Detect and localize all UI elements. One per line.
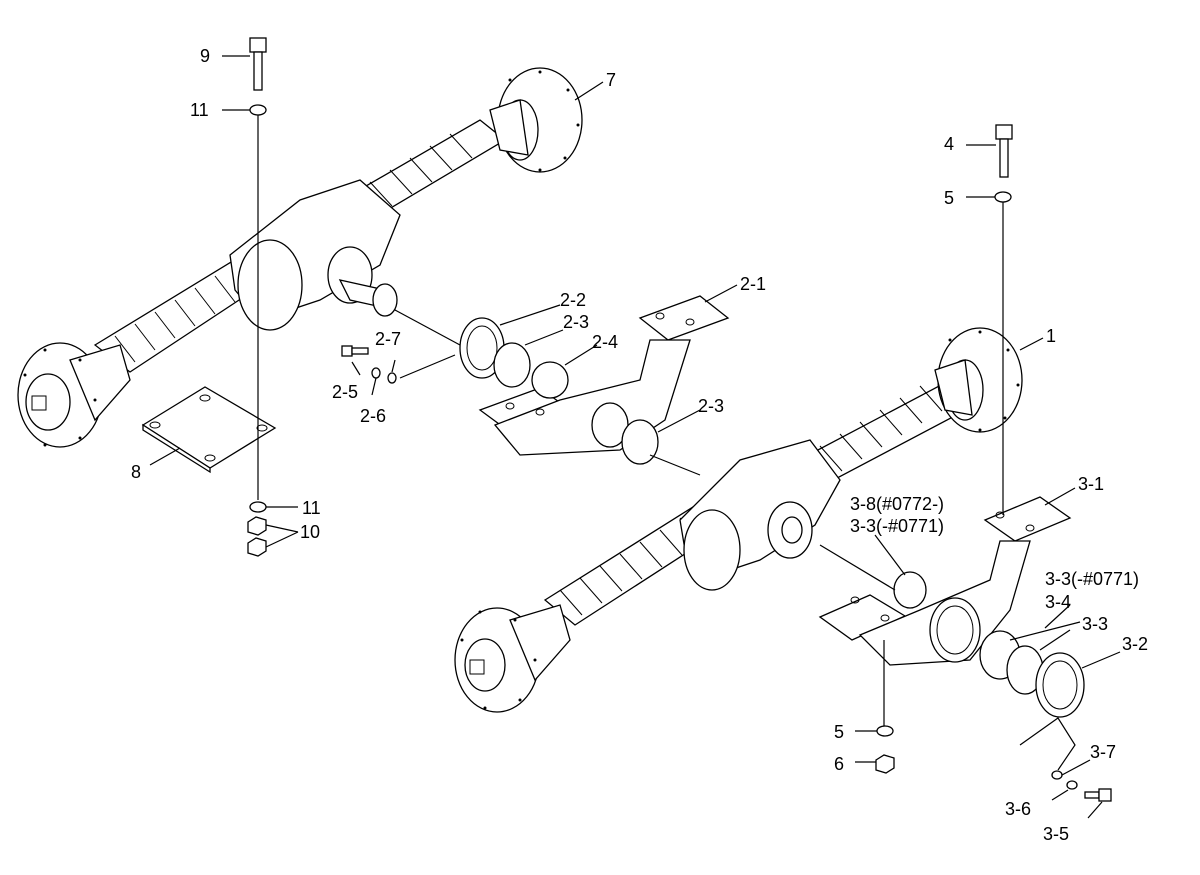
label-2-5: 2-5 [332,382,358,402]
label-2-6: 2-6 [360,406,386,426]
label-10: 10 [300,522,320,542]
label-2-3-lower: 2-3 [698,396,724,416]
label-3-2: 3-2 [1122,634,1148,654]
lower-axle-assembly [454,327,1023,713]
label-2-2: 2-2 [560,290,586,310]
nuts-10 [247,516,267,557]
label-3-5: 3-5 [1043,824,1069,844]
label-3-6: 3-6 [1005,799,1031,819]
washer-5-top [994,191,1012,203]
nut-6 [875,754,895,774]
oring-3-3-upper [893,571,927,609]
leader-lines [149,55,1121,819]
oring-2-3 [493,342,531,388]
washer-5-bottom [876,725,894,737]
label-3-3-a: 3-3(-#0771) [850,516,944,536]
label-3-3-b: 3-3(-#0771) [1045,569,1139,589]
label-2-1: 2-1 [740,274,766,294]
washer-11-bottom [249,501,267,513]
label-6: 6 [834,754,844,774]
label-2-7: 2-7 [375,329,401,349]
label-2-3-upper: 2-3 [563,312,589,332]
label-3-3-c: 3-3 [1082,614,1108,634]
label-9: 9 [200,46,210,66]
bolt-4 [995,124,1013,178]
washer-3-7 [1051,770,1063,780]
washer-11-top [249,104,267,116]
label-5-top: 5 [944,188,954,208]
label-5-bottom: 5 [834,722,844,742]
label-7: 7 [606,70,616,90]
bolt-9 [249,37,267,91]
oring-2-3-lower [621,419,659,465]
seal-2-4 [531,361,569,399]
label-11-top: 11 [190,100,209,120]
label-4: 4 [944,134,954,154]
bolt-2-5 [341,345,353,357]
washer-2-7 [387,372,397,384]
gasket-3-2 [1035,652,1085,718]
bolt-3-5 [1084,791,1100,799]
washer-3-6 [1066,780,1078,790]
label-11-bottom: 11 [302,498,321,518]
part-number-labels: 9 11 7 4 5 2-1 2-2 2-3 2-4 2-7 2-5 2-6 2… [131,46,1148,844]
mount-plate-8 [141,386,277,469]
bracket-3-1 [818,496,1072,666]
label-3-1: 3-1 [1078,474,1104,494]
mount-plate-8-holes [149,394,268,462]
label-3-8: 3-8(#0772-) [850,494,944,514]
label-2-4: 2-4 [592,332,618,352]
label-3-7: 3-7 [1090,742,1116,762]
washer-2-6 [371,367,381,379]
upper-axle-assembly [17,67,583,448]
label-3-4: 3-4 [1045,592,1071,612]
label-1: 1 [1046,326,1056,346]
label-8: 8 [131,462,141,482]
